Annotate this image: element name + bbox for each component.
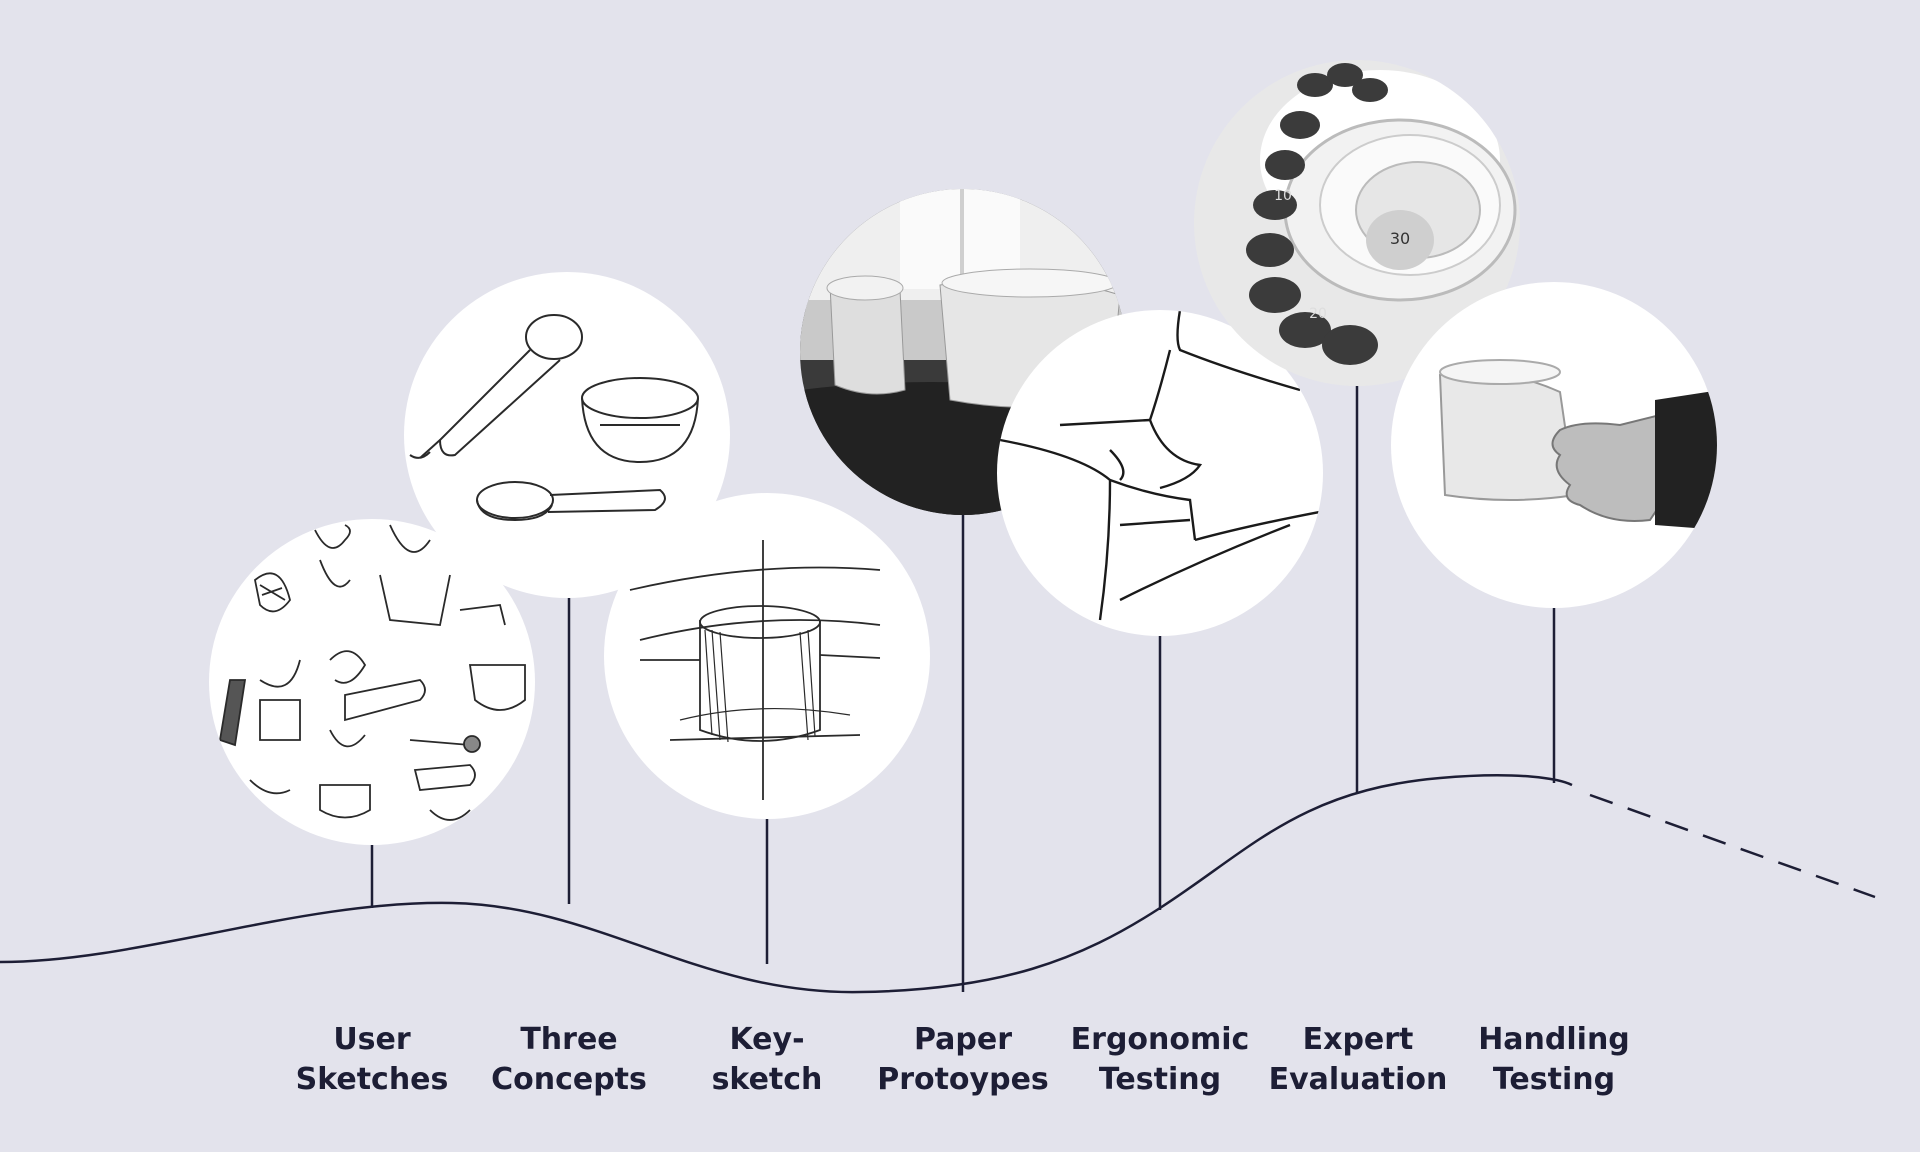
image-three-concepts: [404, 272, 730, 598]
bead-label-10: 10: [1274, 188, 1292, 204]
image-handling-testing: [1391, 282, 1717, 608]
bead-label-20: 20: [1309, 306, 1327, 322]
label-key-sketch: Key-sketch: [711, 1022, 823, 1097]
image-user-sketches: [209, 519, 535, 845]
process-curve-continuation: [1589, 793, 1876, 899]
process-curve: [0, 774, 1573, 994]
stage-stems: [370, 386, 1556, 992]
image-expert-evaluation: 30 20 10: [1194, 60, 1520, 386]
image-key-sketch: [604, 493, 930, 819]
image-ergonomic-testing: [997, 310, 1323, 636]
bead-label-30: 30: [1390, 229, 1410, 248]
